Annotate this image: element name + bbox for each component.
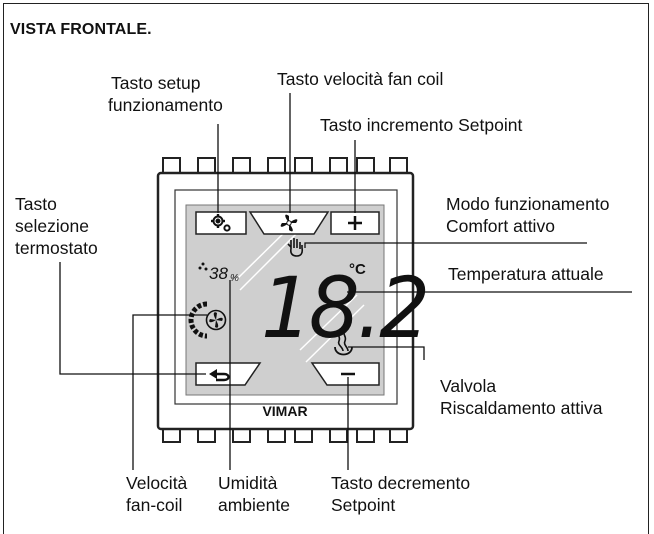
temperature-value: 18.2 (261, 260, 427, 357)
label-comfort-mode: Modo funzionamento Comfort attivo (446, 193, 609, 237)
humidity-unit: % (230, 273, 239, 284)
label-fan-coil-speed: Velocità fan-coil (126, 472, 187, 516)
glare-lines (235, 224, 365, 363)
label-line: Comfort attivo (446, 216, 555, 236)
diagram-title: VISTA FRONTALE. (10, 21, 152, 38)
label-line: Tasto velocità fan coil (277, 69, 444, 89)
brand-logo: VIMAR (262, 403, 307, 419)
label-line: Setpoint (331, 495, 396, 515)
label-line: Valvola (440, 376, 497, 396)
fan-icon (280, 214, 298, 232)
heating-icon (334, 330, 353, 356)
label-heating-valve: Valvola Riscaldamento attiva (440, 375, 602, 419)
label-ambient-humidity: Umidità ambiente (218, 472, 290, 516)
label-line: Modo funzionamento (446, 194, 610, 214)
leader-lines (59, 93, 632, 470)
label-current-temperature: Temperatura attuale (448, 263, 604, 285)
top-terminals (162, 157, 408, 175)
label-setpoint-increment: Tasto incremento Setpoint (320, 114, 522, 136)
gears-icon (211, 214, 231, 232)
humidity-value: 38 (209, 264, 228, 283)
setup-button[interactable] (195, 211, 247, 235)
label-line: Tasto setup (111, 73, 201, 93)
diagram-frame (3, 3, 649, 534)
label-line: funzionamento (108, 95, 223, 115)
label-line: ambiente (218, 495, 290, 515)
label-line: fan-coil (126, 495, 183, 515)
label-fan-speed-button: Tasto velocità fan coil (277, 68, 443, 90)
label-line: selezione (15, 216, 89, 236)
fan-speed-icon (188, 301, 227, 339)
label-line: Tasto incremento Setpoint (320, 115, 523, 135)
label-line: Riscaldamento attiva (440, 398, 603, 418)
plus-icon (348, 216, 362, 230)
label-line: Velocità (126, 473, 188, 493)
humidity-drop-icon (198, 262, 208, 271)
label-line: Temperatura attuale (448, 264, 604, 284)
back-arrow-icon (209, 369, 230, 382)
label-thermostat-select: Tasto selezione termostato (15, 193, 98, 259)
label-line: Tasto decremento (331, 473, 471, 493)
label-setup-button: Tasto setup funzionamento (108, 72, 223, 116)
label-line: Tasto (15, 194, 57, 214)
label-line: termostato (15, 238, 98, 258)
label-line: Umidità (218, 473, 278, 493)
temperature-unit: °C (349, 261, 366, 278)
label-setpoint-decrement: Tasto decremento Setpoint (331, 472, 470, 516)
hand-comfort-icon (287, 238, 304, 257)
